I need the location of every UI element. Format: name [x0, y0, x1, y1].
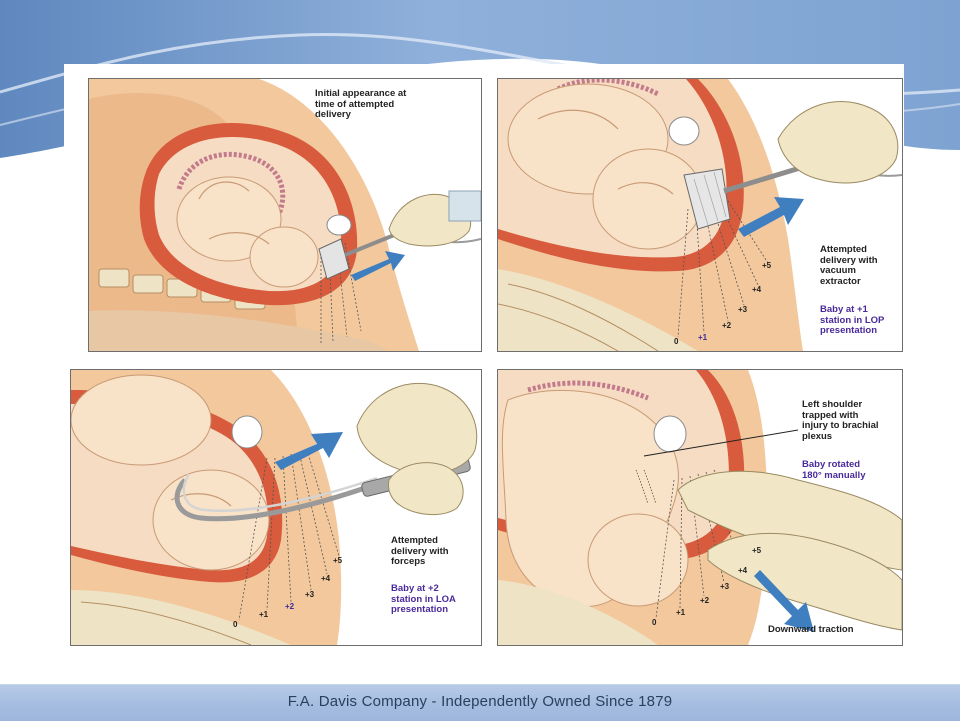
- panel-1-caption: Initial appearance at time of attempted …: [315, 88, 407, 120]
- panel-2-station-plus4: +4: [752, 285, 762, 294]
- footer-bar: F.A. Davis Company - Independently Owned…: [0, 684, 960, 721]
- panel-2-station-plus5: +5: [762, 261, 772, 270]
- panel-3-station-plus1: +1: [259, 610, 269, 619]
- panel-3-station-plus2: +2: [285, 602, 295, 611]
- panel-2-station-plus3: +3: [738, 305, 748, 314]
- panel-4-note: Baby rotated 180° manually: [802, 459, 866, 481]
- panel-4-caption: Left shoulder trapped with injury to bra…: [802, 399, 879, 442]
- panel-3-station-plus3: +3: [305, 590, 315, 599]
- panel-3-station-0: 0: [233, 620, 238, 629]
- footer-text: F.A. Davis Company - Independently Owned…: [287, 693, 673, 710]
- panel-2-note: Baby at +1 station in LOP presentation: [820, 304, 885, 336]
- panel-4-station-plus3: +3: [720, 582, 730, 591]
- panel-3-note: Baby at +2 station in LOA presentation: [391, 583, 456, 615]
- panel-4-station-0: 0: [652, 618, 657, 627]
- panel-4-station-plus4: +4: [738, 566, 748, 575]
- panel-initial-appearance: Initial appearance at time of attempted …: [88, 78, 482, 352]
- panel-4-station-plus1: +1: [676, 608, 686, 617]
- panel-3-station-plus4: +4: [321, 574, 331, 583]
- panel-2-illustration: [498, 79, 902, 351]
- panel-vacuum-extractor: Attempted delivery with vacuum extractor…: [497, 78, 903, 352]
- panel-shoulder-dystocia: Left shoulder trapped with injury to bra…: [497, 369, 903, 646]
- panel-1-illustration: [89, 79, 481, 351]
- panel-4-station-plus2: +2: [700, 596, 710, 605]
- panel-3-illustration: [71, 370, 478, 645]
- illustration-plate: Initial appearance at time of attempted …: [64, 64, 904, 649]
- panel-4-illustration: [498, 370, 902, 645]
- panel-2-caption: Attempted delivery with vacuum extractor: [820, 244, 878, 287]
- panel-2-station-plus1: +1: [698, 333, 708, 342]
- panel-2-station-0: 0: [674, 337, 679, 346]
- panel-forceps: Attempted delivery with forceps Baby at …: [70, 369, 482, 646]
- panel-3-caption: Attempted delivery with forceps: [391, 535, 449, 567]
- panel-4-bottom-label: Downward traction: [768, 624, 854, 635]
- panel-3-station-plus5: +5: [333, 556, 343, 565]
- panel-4-station-plus5: +5: [752, 546, 762, 555]
- panel-2-station-plus2: +2: [722, 321, 732, 330]
